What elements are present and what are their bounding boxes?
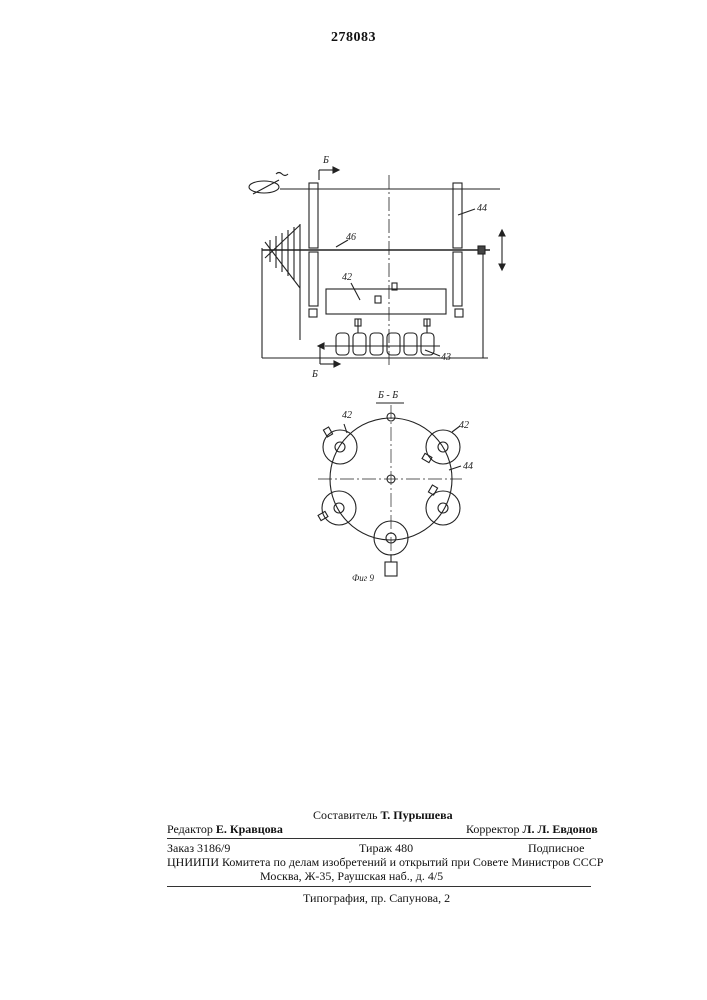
figure-caption: Фиг 9 [352,573,374,583]
left-foot [309,309,317,317]
editor-label: Редактор [167,822,213,836]
label-43: 43 [441,352,451,363]
editor-line: Редактор Е. Кравцова [167,822,283,837]
label-42-top: 42 [342,272,352,283]
subscription: Подписное [528,841,585,856]
section-title: Б - Б [377,390,398,401]
address: Москва, Ж-35, Раушская наб., д. 4/5 [260,869,443,884]
compiler-name: Т. Пурышева [380,808,452,822]
label-44-top: 44 [477,203,487,214]
label-44-bottom: 44 [463,461,473,472]
box-indicator [375,296,381,303]
left-disc-upper [309,183,318,248]
section-roller-lower-right [426,485,460,525]
compiler-line: Составитель Т. Пурышева [313,808,453,823]
divider-bottom [167,886,591,887]
corrector-name: Л. Л. Евдонов [523,822,598,836]
section-roller-upper-right [422,430,460,464]
corrector-line: Корректор Л. Л. Евдонов [466,822,598,837]
section-view [318,403,462,576]
right-disc-upper [453,183,462,248]
weight-ticks [265,224,300,288]
label-b-bottom: Б [311,369,318,380]
printing-house: Типография, пр. Сапунова, 2 [303,891,450,906]
circulation: Тираж 480 [359,841,413,856]
right-bearing [478,246,485,254]
editor-name: Е. Кравцова [216,822,283,836]
technical-drawing: Б 44 46 42 43 Б [0,0,707,640]
right-disc-lower [453,252,462,306]
label-42-right: 42 [459,420,469,431]
label-b-top: Б [322,155,329,166]
right-foot [455,309,463,317]
order-number: Заказ 3186/9 [167,841,230,856]
label-42-left: 42 [342,410,352,421]
divider-top [167,838,591,839]
rollers-43 [336,319,434,355]
tilde-symbol [276,173,288,176]
label-46: 46 [346,232,356,243]
compiler-label: Составитель [313,808,377,822]
upper-view [249,167,505,367]
corrector-label: Корректор [466,822,520,836]
left-disc-lower [309,252,318,306]
institution: ЦНИИПИ Комитета по делам изобретений и о… [167,855,603,870]
box-42 [326,289,446,314]
